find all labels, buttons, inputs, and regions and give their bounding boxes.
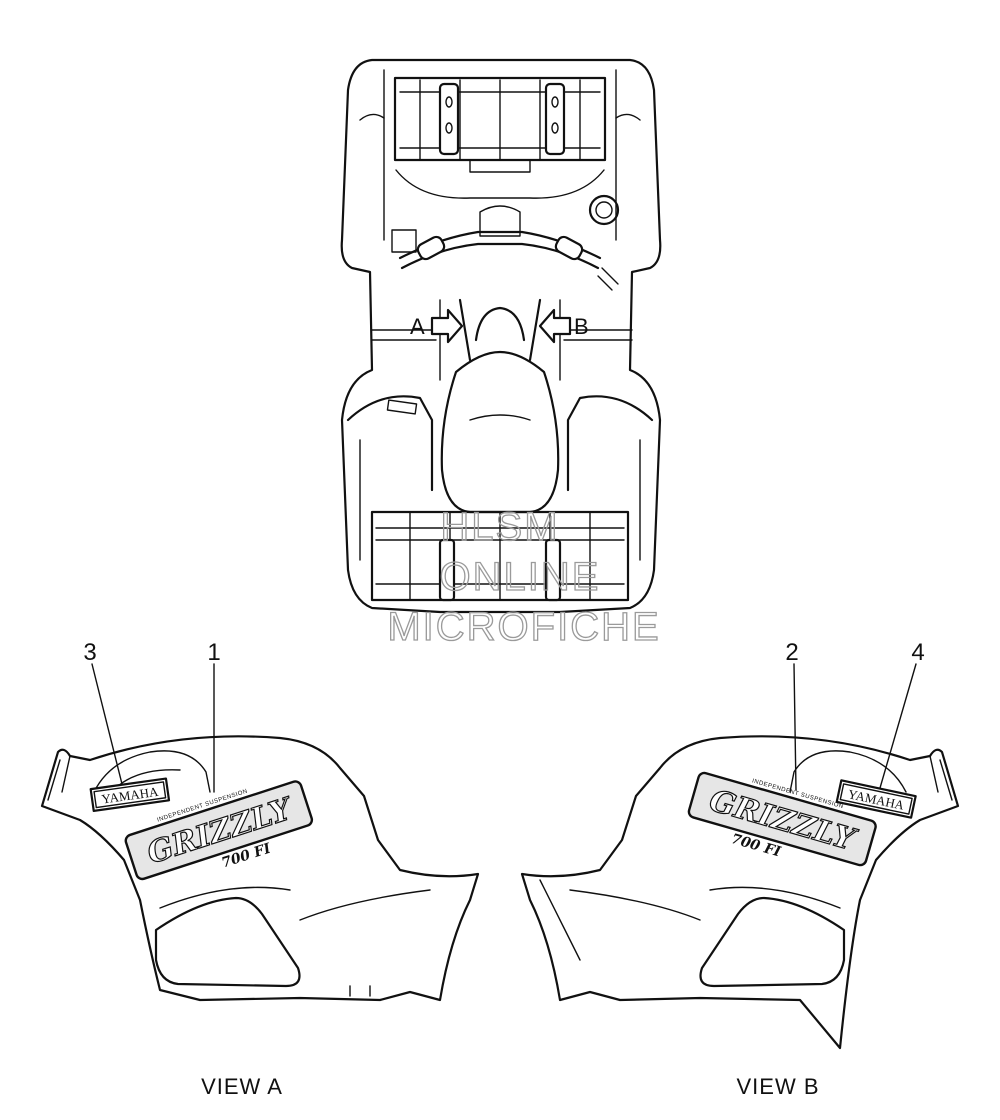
callout-3: 3 xyxy=(83,639,96,666)
view-b-arrow-label: B xyxy=(574,314,589,339)
view-a-fender: YAMAHA GRIZZLY INDEPENDENT SUSPENSION 70… xyxy=(40,735,480,1002)
watermark-line-2: ONLINE xyxy=(440,555,601,599)
callout-1: 1 xyxy=(207,639,220,666)
watermark-line-1: HLSM xyxy=(440,505,559,549)
callouts: 3 1 2 4 xyxy=(83,639,925,793)
view-a-arrow-label: A xyxy=(410,314,425,339)
atv-top-view: A B xyxy=(340,58,662,614)
view-b-label: VIEW B xyxy=(736,1074,819,1099)
watermark: HLSM ONLINE MICROFICHE xyxy=(387,504,660,649)
view-b-fender: YAMAHA GRIZZLY INDEPENDENT SUSPENSION 70… xyxy=(520,735,960,1050)
watermark-line-3: MICROFICHE xyxy=(387,605,660,649)
view-a-label: VIEW A xyxy=(201,1074,283,1099)
callout-4: 4 xyxy=(911,639,924,666)
callout-2: 2 xyxy=(785,639,798,666)
